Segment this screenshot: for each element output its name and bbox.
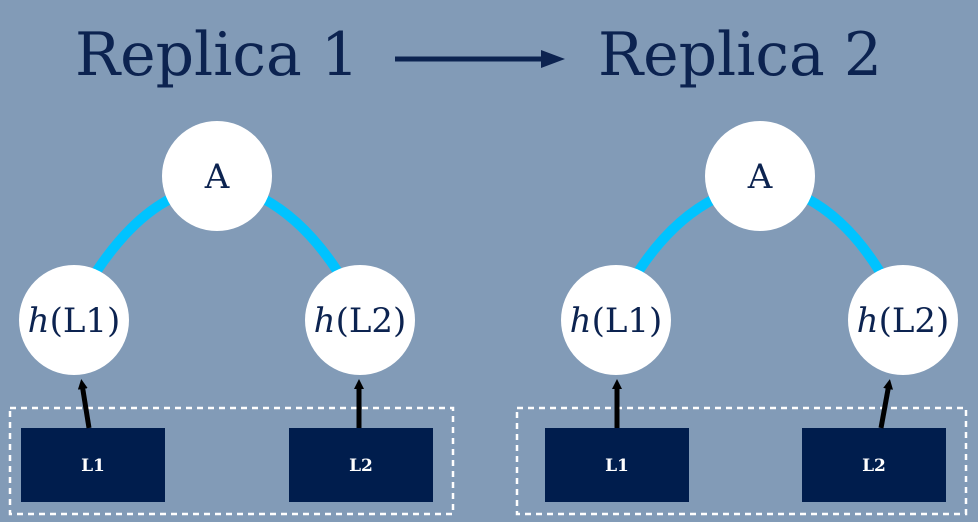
hash-node-l1-label: h(L1) xyxy=(570,301,663,341)
root-node-label: A xyxy=(204,157,230,197)
leaf-l2-label: L2 xyxy=(862,456,886,476)
arrow-leaf-l2-to-hash xyxy=(878,379,894,429)
hash-node-l1 xyxy=(561,265,671,375)
leaf-group-box xyxy=(8,406,455,516)
root-node xyxy=(705,121,815,231)
arrow-leaf-l1-to-hash xyxy=(77,379,92,429)
edge-root-left xyxy=(633,193,719,275)
replica-2-tree: A h(L1) h(L2) L1 L2 xyxy=(515,121,968,516)
leaf-l1 xyxy=(21,428,165,502)
hash-node-l2-label: h(L2) xyxy=(857,301,950,341)
replica-2-title: Replica 2 xyxy=(598,20,882,90)
replica-1-title: Replica 1 xyxy=(75,20,359,90)
leaf-l2 xyxy=(802,428,946,502)
edge-root-right xyxy=(803,193,885,275)
leaf-l1-label: L1 xyxy=(605,456,629,476)
replica-transfer-arrow xyxy=(395,50,565,68)
root-node xyxy=(162,121,272,231)
leaf-l2-label: L2 xyxy=(349,456,373,476)
hash-node-l1 xyxy=(19,265,129,375)
leaf-l1 xyxy=(545,428,689,502)
leaf-l1-label: L1 xyxy=(81,456,105,476)
hash-node-l2 xyxy=(305,265,415,375)
leaf-group-box xyxy=(515,406,968,516)
leaf-l2 xyxy=(289,428,433,502)
root-node-label: A xyxy=(747,157,773,197)
edge-root-right xyxy=(259,193,343,275)
hash-node-l1-label: h(L1) xyxy=(28,301,121,341)
hash-node-l2 xyxy=(848,265,958,375)
hash-node-l2-label: h(L2) xyxy=(314,301,407,341)
edge-root-left xyxy=(91,193,175,275)
replica-1-tree: A h(L1) h(L2) L1 L2 xyxy=(8,121,455,516)
